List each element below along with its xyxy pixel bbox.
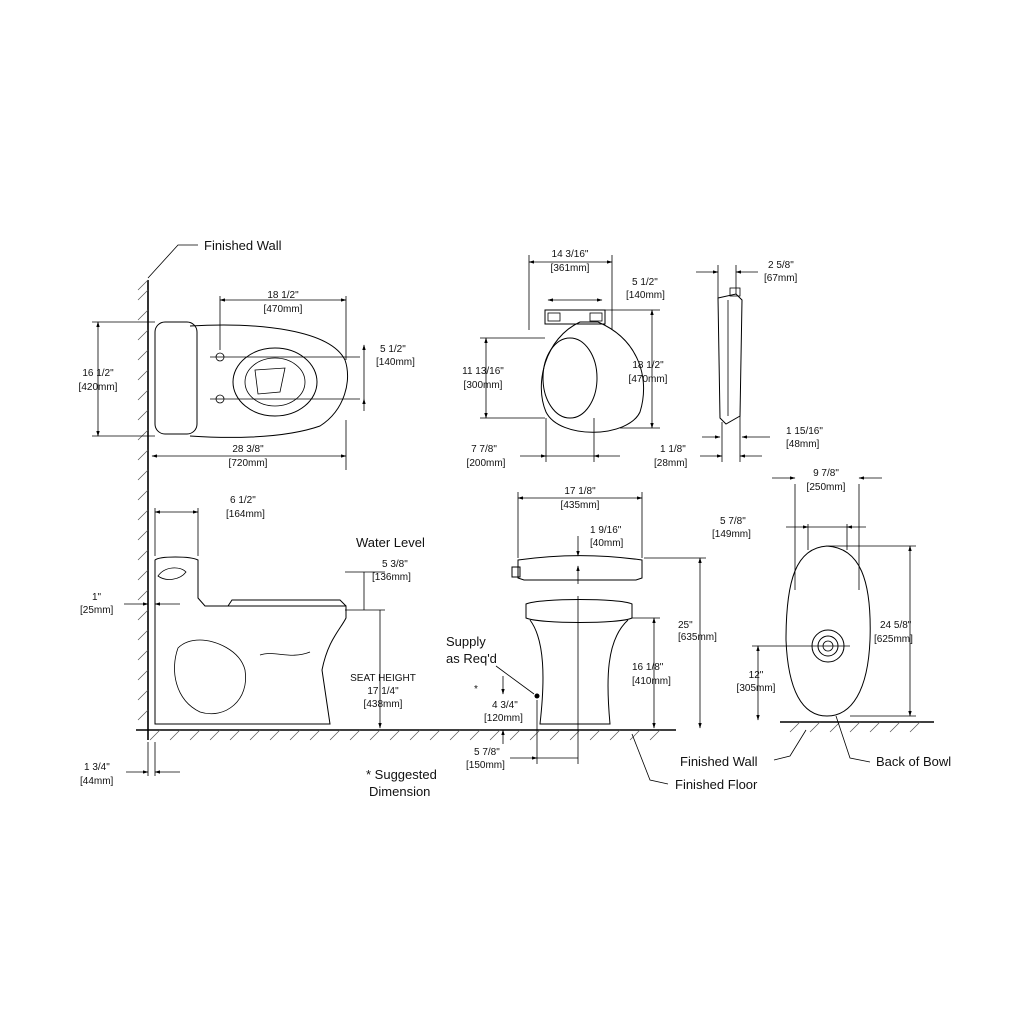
svg-text:[164mm]: [164mm] [226,509,265,520]
finished-wall-bottom-label: Finished Wall [680,754,758,769]
svg-text:[140mm]: [140mm] [626,290,665,301]
svg-text:[625mm]: [625mm] [874,634,913,645]
svg-text:SEAT HEIGHT: SEAT HEIGHT [350,673,416,684]
svg-text:[470mm]: [470mm] [629,374,668,385]
back-of-bowl-leader [835,715,871,763]
svg-text:16 1/2": 16 1/2" [82,368,114,379]
svg-text:5 3/8": 5 3/8" [382,559,408,570]
svg-text:[44mm]: [44mm] [80,776,114,787]
back-view: 9 7/8" [250mm] 5 7/8" [149mm] 24 5/8" [6… [680,468,951,769]
floor-hatch [149,729,661,741]
svg-text:[120mm]: [120mm] [484,713,523,724]
svg-text:18 1/2": 18 1/2" [632,360,664,371]
drain-top [254,367,286,395]
flush-lever-icon [157,567,187,580]
svg-text:[420mm]: [420mm] [79,382,118,393]
supply-label-line1: Supply [446,634,486,649]
svg-text:[40mm]: [40mm] [590,538,624,549]
svg-text:[67mm]: [67mm] [764,273,798,284]
svg-text:5 1/2": 5 1/2" [632,277,658,288]
svg-text:17 1/4": 17 1/4" [367,686,399,697]
svg-text:5 7/8": 5 7/8" [474,747,500,758]
svg-text:[149mm]: [149mm] [712,529,751,540]
svg-text:4 3/4": 4 3/4" [492,700,518,711]
finished-wall-leader [147,244,198,279]
svg-text:[470mm]: [470mm] [264,304,303,315]
suggested-note-line2: Dimension [369,784,430,799]
svg-text:[28mm]: [28mm] [654,458,688,469]
side-view: 6 1/2" [164mm] 1" [25mm] Water Level 5 3… [80,495,676,799]
wall-hatch [137,279,149,721]
trapway-side [174,639,247,714]
back-hatch [789,721,921,733]
seat-front [525,599,633,623]
svg-text:6 1/2": 6 1/2" [230,495,256,506]
finished-wall-label: Finished Wall [204,238,282,253]
svg-text:9 7/8": 9 7/8" [813,468,839,479]
svg-text:[435mm]: [435mm] [561,500,600,511]
svg-text:2 5/8": 2 5/8" [768,260,794,271]
svg-text:14 3/16": 14 3/16" [552,249,589,260]
seat-side [227,599,347,607]
svg-text:[635mm]: [635mm] [678,632,717,643]
top-view: Finished Wall 18 1/2" [470mm] 16 1/2" [4… [79,238,415,740]
back-of-bowl-label: Back of Bowl [876,754,951,769]
svg-text:*: * [474,684,478,695]
tank-front [517,555,643,581]
bowl-top-outline [189,324,348,438]
svg-text:7 7/8": 7 7/8" [471,444,497,455]
finished-floor-label: Finished Floor [675,777,758,792]
svg-text:[25mm]: [25mm] [80,605,114,616]
svg-text:17 1/8": 17 1/8" [564,486,596,497]
seat-hinge [544,309,606,325]
svg-text:[200mm]: [200mm] [467,458,506,469]
tank-top-outline [154,321,198,435]
front-view: 17 1/8" [435mm] 1 9/16" [40mm] 25" [635m… [446,486,758,792]
svg-text:1 9/16": 1 9/16" [590,525,622,536]
svg-text:[136mm]: [136mm] [372,572,411,583]
seat-side-view: 2 5/8" [67mm] 1 15/16" [48mm] 1 1/8" [28… [654,260,823,469]
svg-text:[48mm]: [48mm] [786,439,820,450]
svg-text:25": 25" [678,620,693,631]
seat-top-view: 14 3/16" [361mm] 5 1/2" [140mm] 11 13/16… [462,249,668,469]
supply-label-line2: as Req'd [446,651,497,666]
svg-text:[140mm]: [140mm] [376,357,415,368]
svg-text:[150mm]: [150mm] [466,760,505,771]
svg-text:16 1/8": 16 1/8" [632,662,664,673]
bowl-opening [232,347,318,417]
svg-text:[410mm]: [410mm] [632,676,671,687]
water-level-label: Water Level [356,535,425,550]
svg-text:[361mm]: [361mm] [551,263,590,274]
svg-text:[305mm]: [305mm] [737,683,776,694]
svg-text:12": 12" [749,670,764,681]
seat-opening [542,337,598,419]
svg-text:[250mm]: [250mm] [807,482,846,493]
flush-lever-front-icon [511,566,521,578]
supply-point [534,693,540,699]
svg-text:11 13/16": 11 13/16" [462,366,504,377]
finished-wall-bottom-leader [773,729,807,761]
finished-floor-leader [631,733,669,785]
back-of-bowl-outline [785,545,871,717]
svg-text:28 3/8": 28 3/8" [232,444,264,455]
svg-text:18 1/2": 18 1/2" [267,290,299,301]
svg-text:[720mm]: [720mm] [229,458,268,469]
svg-text:1 1/8": 1 1/8" [660,444,686,455]
svg-text:1 3/4": 1 3/4" [84,762,110,773]
svg-text:1": 1" [92,592,102,603]
suggested-note-line1: * Suggested [366,767,437,782]
seat-side-outline [717,293,743,425]
bowl-front [529,619,629,725]
svg-text:5 7/8": 5 7/8" [720,516,746,527]
svg-text:[300mm]: [300mm] [464,380,503,391]
svg-text:24 5/8": 24 5/8" [880,620,912,631]
seat-outline [540,321,644,433]
svg-text:[438mm]: [438mm] [364,699,403,710]
svg-text:1 15/16": 1 15/16" [786,426,823,437]
svg-text:5 1/2": 5 1/2" [380,344,406,355]
